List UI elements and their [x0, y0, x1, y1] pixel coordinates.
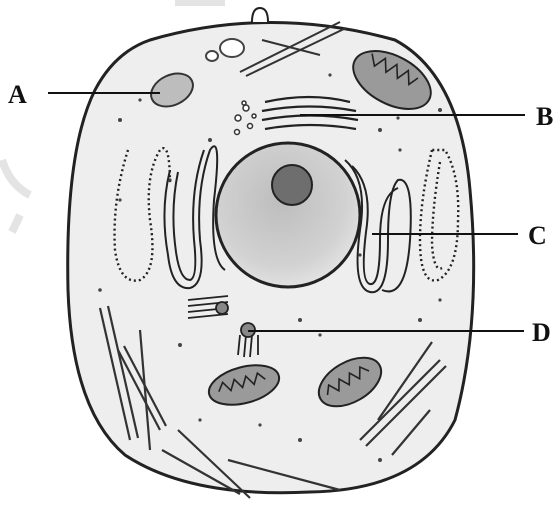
- nucleus: [216, 143, 360, 287]
- label-b: B: [536, 102, 553, 131]
- label-a: A: [8, 80, 27, 109]
- label-c: C: [528, 221, 547, 250]
- membrane-pore: [252, 8, 268, 22]
- label-d: D: [532, 318, 551, 347]
- nucleolus: [272, 165, 312, 205]
